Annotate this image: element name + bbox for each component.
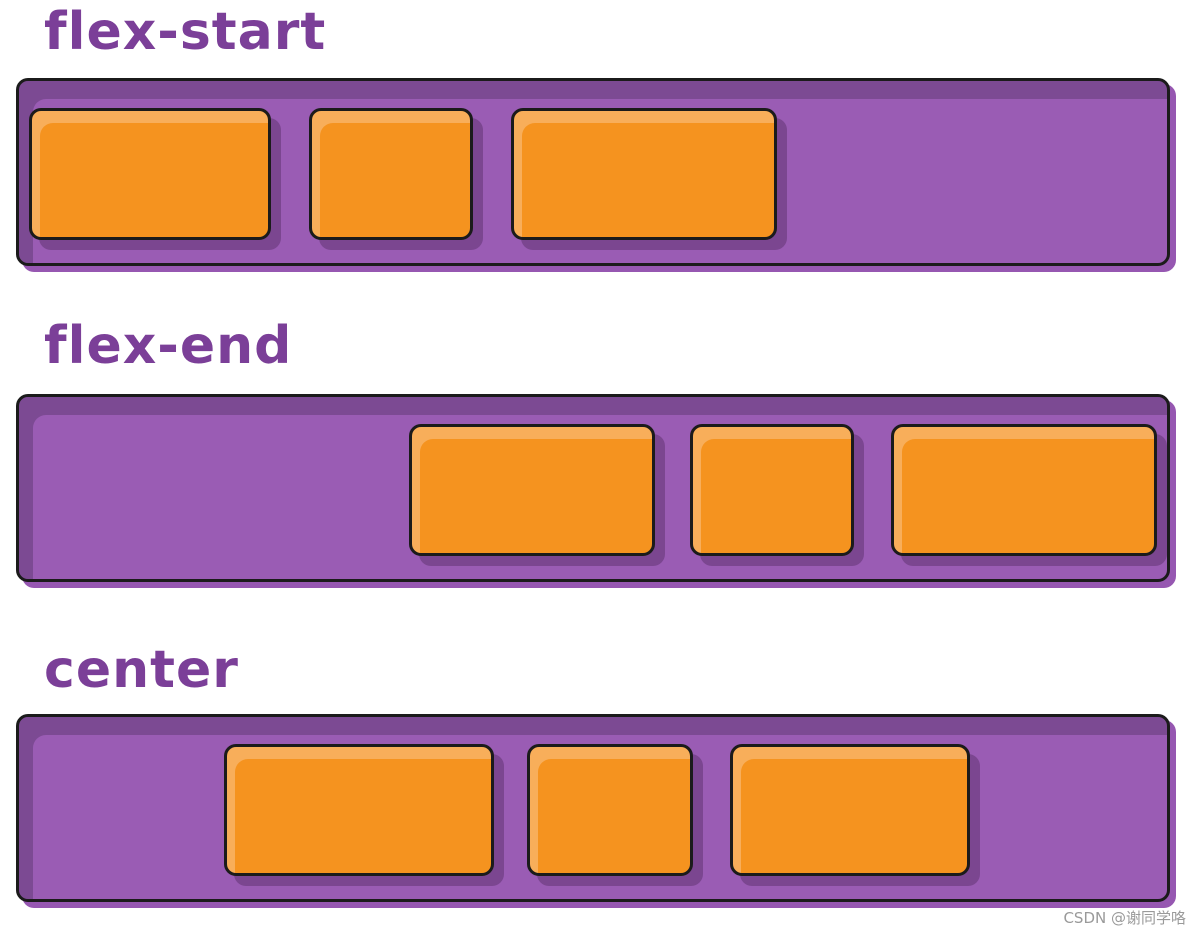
flex-end-container (16, 394, 1170, 582)
flex-start-item-2 (309, 108, 473, 240)
center-title: center (44, 640, 239, 700)
watermark: CSDN @谢同学咯 (1063, 909, 1186, 927)
flex-start-item-3 (511, 108, 777, 240)
center-item-3 (730, 744, 970, 876)
flex-end-item-2 (690, 424, 854, 556)
center-container (16, 714, 1170, 902)
center-item-2 (527, 744, 693, 876)
flex-start-container (16, 78, 1170, 266)
flex-end-item-1 (409, 424, 655, 556)
flex-end-title: flex-end (44, 316, 293, 376)
center-item-1 (224, 744, 494, 876)
flex-start-item-1 (29, 108, 271, 240)
flex-end-item-3 (891, 424, 1157, 556)
flex-start-title: flex-start (44, 2, 327, 62)
